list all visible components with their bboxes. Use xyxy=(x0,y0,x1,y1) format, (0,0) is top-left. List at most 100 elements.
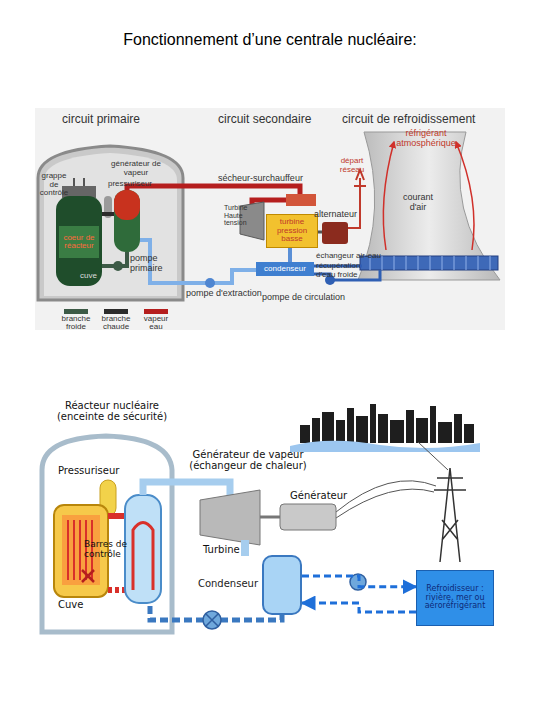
cooling-tower-part xyxy=(370,256,490,270)
bottom-steam-generator-part xyxy=(133,523,153,591)
top-containment xyxy=(38,146,183,300)
bottom-steam-pipe-part xyxy=(143,482,230,496)
part-label: courant d'air xyxy=(398,193,438,212)
part-label: circuit primaire xyxy=(62,113,172,126)
bottom-primary-loop-part xyxy=(108,513,125,519)
bottom-return-pipes-part xyxy=(203,611,221,629)
bottom-turbine-part xyxy=(260,516,280,519)
legend-swatch xyxy=(104,309,128,314)
alternator-part xyxy=(318,231,322,234)
bottom-return-pipes-part xyxy=(241,540,249,556)
city-skyline-part xyxy=(322,412,334,443)
node-text: condenseur xyxy=(262,265,308,273)
legend-text: vapeur eau xyxy=(138,315,174,332)
top-steam-generator-part xyxy=(114,190,140,220)
steam-pipe xyxy=(127,186,316,206)
legend-text: branche chaude xyxy=(98,315,134,332)
bottom-return-pipes-part xyxy=(206,614,218,626)
city-skyline-part xyxy=(300,425,310,443)
alternator-part xyxy=(322,222,348,244)
legend-swatch xyxy=(144,309,168,314)
feedwater-pipe-part xyxy=(205,278,215,288)
part-label: récupération d'eau froide xyxy=(316,262,376,279)
city-skyline-part xyxy=(370,404,376,443)
pipe-connector xyxy=(288,248,292,262)
city-skyline-part xyxy=(378,414,388,443)
page-title: Fonctionnement d’une centrale nucléaire: xyxy=(0,31,540,49)
part-label: départ réseau xyxy=(332,157,372,174)
condenser-vessel: Condenseur xyxy=(262,555,302,615)
part-label: Pressuriseur xyxy=(58,466,138,477)
top-steam-generator xyxy=(104,190,140,252)
part-label: grappe de contrôle xyxy=(38,172,70,198)
part-label: réfrigérant atmosphérique xyxy=(390,129,462,148)
top-reactor-vessel-part xyxy=(74,178,84,186)
part-label: échangeur air-eau xyxy=(316,252,406,261)
city-skyline-part xyxy=(356,416,368,443)
bottom-steam-pipe xyxy=(143,482,230,496)
node-text: Refroidisseur : rivière, mer ou aéroréfr… xyxy=(417,585,493,610)
cooling-tower-part xyxy=(456,142,474,250)
part-label: pompe primaire xyxy=(130,254,170,273)
condenser-box: condenseur xyxy=(256,262,314,276)
primary-loop-part xyxy=(102,212,114,216)
city-skyline-part xyxy=(312,418,320,443)
bottom-generator xyxy=(280,504,336,530)
node-text: Condenseur xyxy=(198,579,258,590)
pipe-connector xyxy=(302,603,416,612)
part-label: circuit de refroidissement xyxy=(342,113,512,126)
reactor-core: coeur de réacteur xyxy=(59,226,99,258)
steam-pipe-part xyxy=(286,194,316,206)
city-skyline xyxy=(290,404,480,452)
city-skyline-part xyxy=(430,406,436,443)
alternator xyxy=(318,170,366,244)
part-label: Turbine xyxy=(203,545,263,556)
bottom-reactor-vessel-part xyxy=(82,570,94,582)
node-text: coeur de réacteur xyxy=(59,234,99,251)
legend-text: branche froide xyxy=(58,315,94,332)
node-text: turbine pression basse xyxy=(267,218,317,243)
bottom-generator-part xyxy=(280,504,336,530)
cooling-tower-part xyxy=(383,142,394,250)
bottom-turbine-part xyxy=(200,490,260,545)
part-label: Générateur xyxy=(290,491,370,502)
power-pylon-part xyxy=(434,468,466,562)
part-label: Turbine Haute tension xyxy=(224,204,258,227)
part-label: pressuriseur xyxy=(108,180,168,189)
top-steam-generator-part xyxy=(114,190,140,252)
city-skyline-part xyxy=(290,441,480,452)
city-skyline-part xyxy=(406,410,414,443)
cooler-box: Refroidisseur : rivière, mer ou aéroréfr… xyxy=(416,570,494,626)
city-skyline-part xyxy=(390,420,404,443)
bottom-primary-loop-part xyxy=(108,587,125,593)
part-label: sécheur-surchauffeur xyxy=(218,174,328,184)
part-label: pompe de circulation xyxy=(262,293,372,303)
bottom-steam-generator xyxy=(125,495,161,603)
primary-loop-part xyxy=(113,261,123,271)
bottom-containment-part xyxy=(42,436,172,632)
city-skyline-part xyxy=(416,418,428,443)
part-label: circuit secondaire xyxy=(218,113,338,126)
part-label: Générateur de vapeur (échangeur de chale… xyxy=(178,450,318,472)
part-label: générateur de vapeur xyxy=(110,160,162,177)
city-skyline-part xyxy=(464,424,474,443)
primary-loop xyxy=(102,214,127,271)
top-background xyxy=(35,108,505,330)
power-pylon xyxy=(336,442,466,562)
part-label: Barres de contrôle xyxy=(84,540,144,559)
top-background-part xyxy=(35,108,505,330)
city-skyline-part xyxy=(336,420,345,443)
legend-swatch xyxy=(64,309,88,314)
bottom-containment xyxy=(42,436,172,632)
bottom-turbine xyxy=(200,490,280,545)
low-pressure-turbine: turbine pression basse xyxy=(266,214,318,248)
top-containment-part xyxy=(38,146,183,300)
part-label: cuve xyxy=(80,272,110,281)
part-label: Cuve xyxy=(58,600,98,611)
bottom-steam-generator-part xyxy=(125,495,161,603)
bottom-return-pipes xyxy=(150,540,366,629)
part-label: alternateur xyxy=(314,210,374,220)
alternator-part xyxy=(348,170,366,228)
steam-pipe-part xyxy=(127,186,300,206)
